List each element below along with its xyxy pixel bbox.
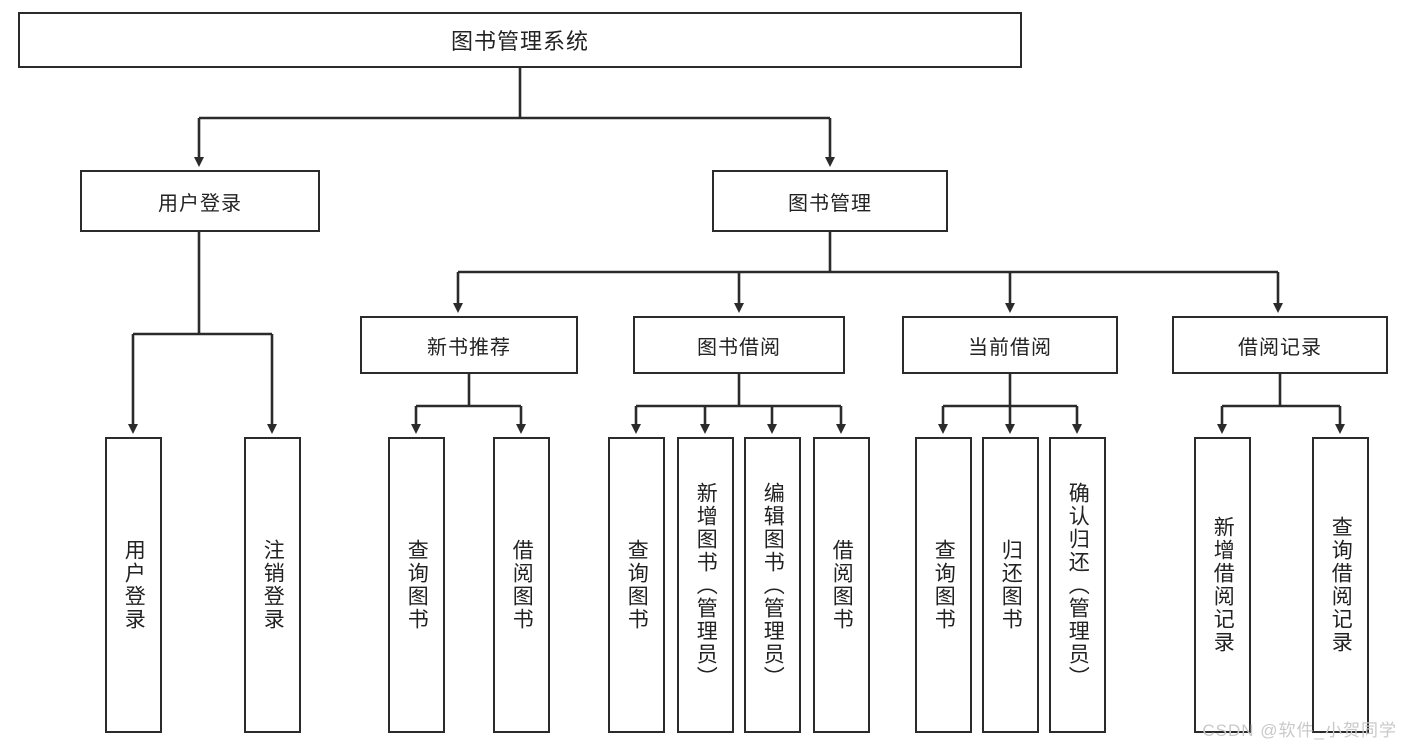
node-new-book-recommend[interactable]: 新书推荐: [360, 316, 578, 374]
node-label: 查询图书: [625, 539, 649, 631]
node-label: 新增借阅记录: [1211, 516, 1235, 654]
node-label: 注销登录: [261, 539, 285, 631]
node-label: 查询图书: [932, 539, 956, 631]
node-book-management[interactable]: 图书管理: [712, 170, 948, 232]
leaf-add-borrow-record[interactable]: 新增借阅记录: [1194, 437, 1251, 733]
leaf-query-book-recommend[interactable]: 查询图书: [388, 437, 445, 733]
node-label: 图书管理系统: [450, 29, 589, 54]
node-current-borrow[interactable]: 当前借阅: [902, 316, 1118, 374]
node-label: 归还图书: [999, 539, 1023, 631]
node-label: 图书借阅: [697, 336, 781, 359]
leaf-confirm-return-admin[interactable]: 确认归还（管理员）: [1049, 437, 1106, 733]
node-label: 用户登录: [122, 539, 146, 631]
node-label: 查询图书: [405, 539, 429, 631]
node-label: 借阅记录: [1238, 336, 1322, 359]
leaf-query-book-current[interactable]: 查询图书: [915, 437, 972, 733]
leaf-user-login[interactable]: 用户登录: [105, 437, 162, 733]
node-label: 查询借阅记录: [1329, 516, 1353, 654]
node-label: 图书管理: [788, 192, 872, 215]
node-label: 借阅图书: [830, 539, 854, 631]
node-label: 新书推荐: [427, 336, 511, 359]
leaf-return-book[interactable]: 归还图书: [982, 437, 1039, 733]
leaf-query-book-borrow[interactable]: 查询图书: [608, 437, 665, 733]
leaf-query-borrow-record[interactable]: 查询借阅记录: [1312, 437, 1369, 733]
leaf-add-book-admin[interactable]: 新增图书（管理员）: [677, 437, 734, 733]
node-label: 当前借阅: [968, 336, 1052, 359]
node-book-borrow[interactable]: 图书借阅: [633, 316, 845, 374]
node-borrow-record[interactable]: 借阅记录: [1172, 316, 1388, 374]
leaf-edit-book-admin[interactable]: 编辑图书（管理员）: [744, 437, 801, 733]
node-label: 用户登录: [158, 192, 242, 215]
node-label: 新增图书（管理员）: [694, 481, 718, 689]
leaf-borrow-book[interactable]: 借阅图书: [813, 437, 870, 733]
leaf-logout[interactable]: 注销登录: [244, 437, 301, 733]
leaf-borrow-book-recommend[interactable]: 借阅图书: [493, 437, 550, 733]
node-label: 借阅图书: [510, 539, 534, 631]
node-label: 确认归还（管理员）: [1066, 481, 1090, 689]
node-user-login[interactable]: 用户登录: [80, 170, 320, 232]
node-label: 编辑图书（管理员）: [761, 481, 785, 689]
watermark: CSDN @软件_小贺同学: [1202, 721, 1397, 740]
node-root-system[interactable]: 图书管理系统: [18, 12, 1022, 68]
